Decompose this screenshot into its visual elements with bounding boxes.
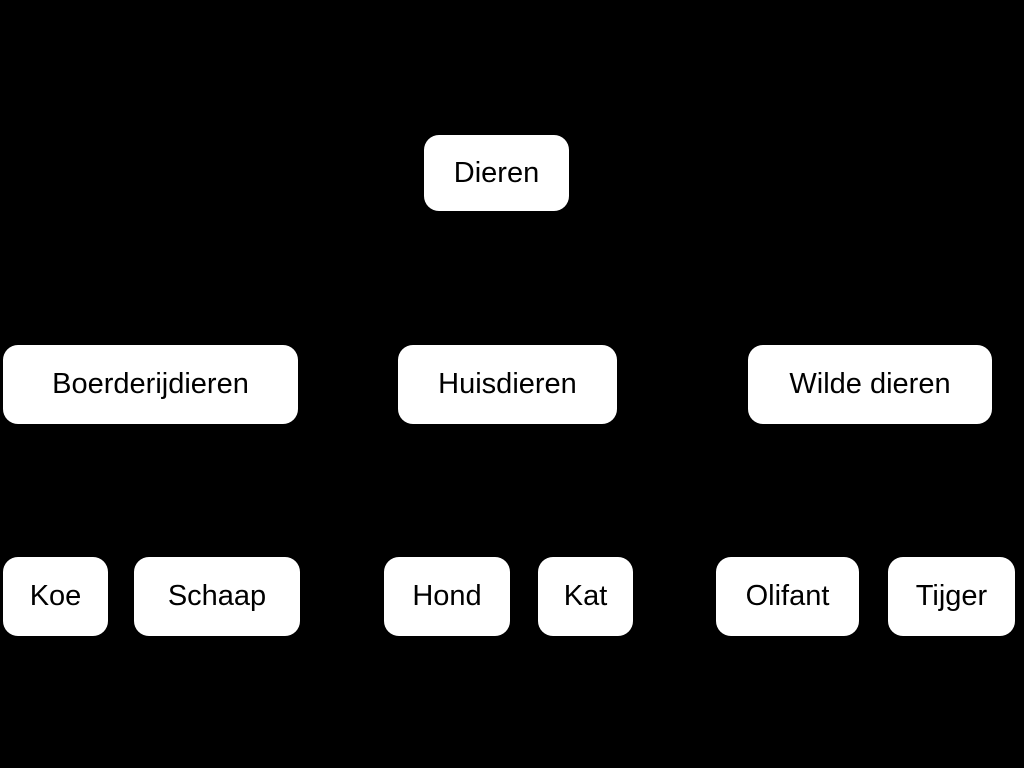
node-huisdieren: Huisdieren: [398, 345, 617, 424]
node-schaap: Schaap: [134, 557, 300, 636]
node-wilde-dieren: Wilde dieren: [748, 345, 992, 424]
node-koe: Koe: [3, 557, 108, 636]
node-tijger: Tijger: [888, 557, 1015, 636]
node-boerderijdieren: Boerderijdieren: [3, 345, 298, 424]
node-hond: Hond: [384, 557, 510, 636]
node-kat: Kat: [538, 557, 633, 636]
node-olifant: Olifant: [716, 557, 859, 636]
node-dieren: Dieren: [424, 135, 569, 211]
